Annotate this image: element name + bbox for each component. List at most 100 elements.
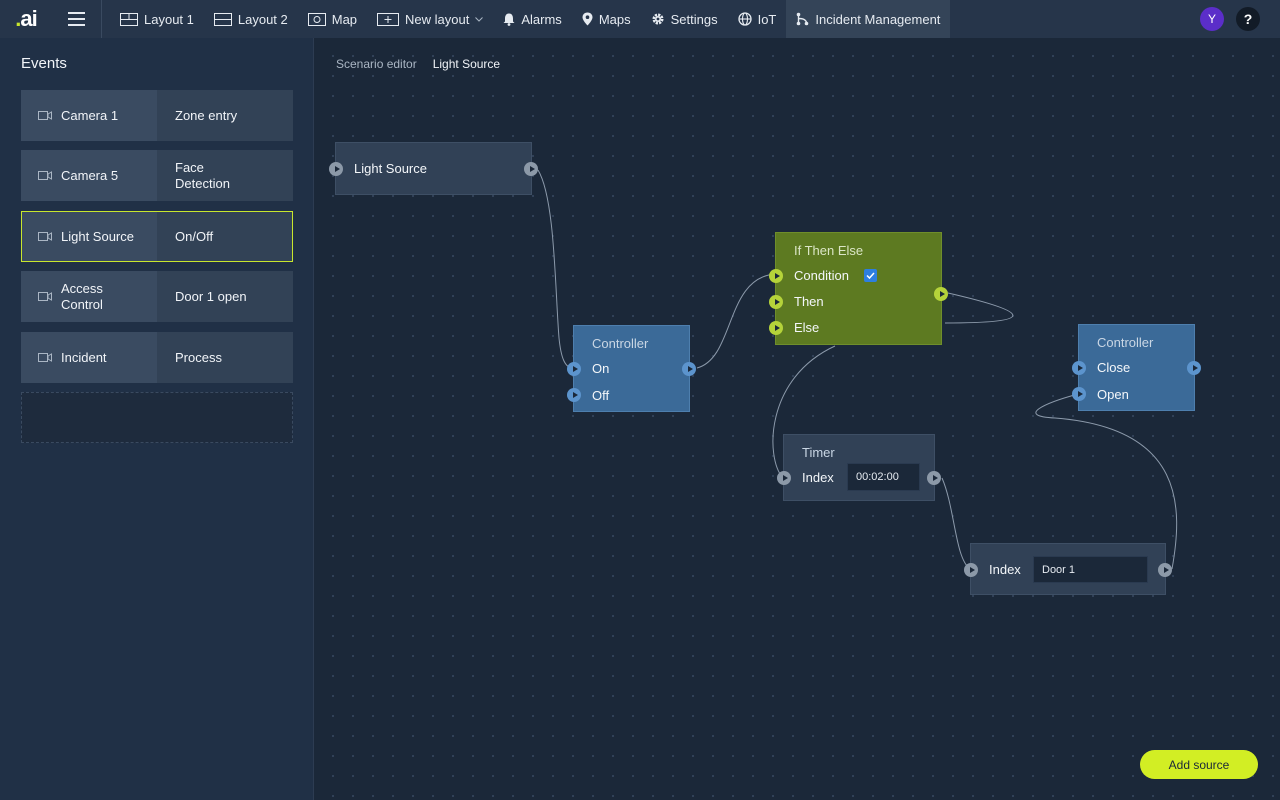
nav-maps[interactable]: Maps (572, 0, 641, 38)
event-item-camera-5[interactable]: Camera 5 Face Detection (21, 150, 293, 201)
nav-label: IoT (757, 11, 777, 27)
map-frame-icon (307, 12, 326, 26)
event-source-label: Light Source (61, 228, 134, 244)
input-port-on[interactable] (567, 362, 581, 376)
output-port[interactable] (1187, 361, 1201, 375)
timer-duration-input[interactable]: 00:02:00 (847, 463, 920, 491)
nav-layout-1[interactable]: Layout 1 (110, 0, 204, 38)
pin-icon (582, 12, 593, 26)
port-label-on: On (592, 361, 610, 376)
wire-source-to-controller (537, 169, 574, 369)
event-type-text: Face Detection (175, 159, 230, 191)
input-port-else[interactable] (769, 321, 783, 335)
wire-ifthen-to-timer (772, 345, 836, 479)
port-label-index: Index (802, 470, 834, 485)
node-if-then-else[interactable]: If Then Else Condition Then Else (769, 232, 948, 345)
port-label-else: Else (794, 320, 820, 335)
input-port-close[interactable] (1072, 361, 1086, 375)
nav-label: Settings (670, 11, 718, 27)
chevron-down-icon (475, 16, 484, 22)
condition-checkbox[interactable] (864, 269, 877, 282)
nav-map[interactable]: Map (298, 0, 367, 38)
top-bar: .ai Layout 1 Layout 2 Map New layout Ala… (0, 0, 1280, 38)
breadcrumb-current: Light Source (432, 57, 501, 71)
event-type-label: On/Off (175, 228, 214, 244)
workflow-icon (797, 12, 809, 26)
input-port[interactable] (777, 471, 791, 485)
event-type-label: Face Detection (157, 150, 293, 201)
wire-timer-to-index (941, 477, 971, 570)
layout-icon (120, 12, 138, 26)
nav-iot[interactable]: IoT (728, 0, 787, 38)
camera-icon (38, 171, 52, 180)
add-source-button[interactable]: Add source (1140, 750, 1258, 779)
node-index[interactable]: Index Door 1 (964, 543, 1172, 595)
sidebar-title: Events (21, 55, 67, 72)
event-source: Light Source (21, 211, 157, 262)
port-label-open: Open (1097, 387, 1129, 402)
menu-icon[interactable] (52, 0, 102, 38)
events-sidebar: Events Camera 1 Zone entry Camera 5 Face… (0, 38, 314, 800)
input-port-off[interactable] (567, 388, 581, 402)
event-type-label: Process (175, 349, 222, 365)
node-controller-close-open[interactable]: Controller Close Open (1072, 324, 1201, 411)
camera-icon (38, 292, 52, 301)
output-port[interactable] (1158, 563, 1172, 577)
gear-icon (652, 13, 664, 25)
input-port-then[interactable] (769, 295, 783, 309)
event-item-incident[interactable]: Incident Process (21, 332, 293, 383)
event-source-label: Camera 5 (61, 167, 119, 183)
nav-incident-management[interactable]: Incident Management (786, 0, 951, 38)
output-port[interactable] (927, 471, 941, 485)
port-label-close: Close (1097, 360, 1131, 375)
camera-icon (38, 111, 52, 120)
event-item-access-control[interactable]: Access Control Door 1 open (21, 271, 293, 322)
node-light-source[interactable]: Light Source (329, 142, 538, 195)
event-type-label: Zone entry (175, 107, 238, 123)
output-port[interactable] (682, 362, 696, 376)
node-timer[interactable]: Timer Index 00:02:00 (777, 434, 941, 501)
nav-settings[interactable]: Settings (641, 0, 728, 38)
output-port[interactable] (524, 162, 538, 176)
app-logo[interactable]: .ai (15, 6, 37, 31)
camera-icon (38, 232, 52, 241)
event-source: Camera 1 (21, 90, 157, 141)
globe-icon (737, 12, 752, 26)
input-port-condition[interactable] (769, 269, 783, 283)
add-layout-icon (377, 12, 400, 26)
event-item-camera-1[interactable]: Camera 1 Zone entry (21, 90, 293, 141)
scenario-canvas[interactable]: Scenario editor Light Source Light Sourc… (315, 38, 1280, 800)
wire-ifthen-loop (944, 292, 1014, 324)
index-value-input[interactable]: Door 1 (1033, 556, 1148, 583)
node-label: Light Source (354, 161, 427, 176)
input-port-open[interactable] (1072, 387, 1086, 401)
nav-label: Map (331, 11, 358, 27)
port-label-then: Then (794, 294, 824, 309)
nav-layout-2[interactable]: Layout 2 (204, 0, 298, 38)
input-port[interactable] (964, 563, 978, 577)
port-label-off: Off (592, 388, 610, 403)
event-source-label: Camera 1 (61, 107, 119, 123)
nav-new-layout[interactable]: New layout (367, 0, 493, 38)
node-title: If Then Else (794, 243, 864, 258)
help-button[interactable]: ? (1236, 7, 1260, 31)
node-controller-on-off[interactable]: Controller On Off (567, 325, 696, 412)
node-title: Controller (1097, 335, 1154, 350)
event-type-label: Door 1 open (175, 288, 247, 304)
wire-controller-to-condition (696, 273, 776, 369)
nav-label: Layout 2 (237, 11, 288, 27)
breadcrumb-parent[interactable]: Scenario editor (336, 57, 417, 71)
nav-alarms[interactable]: Alarms (493, 0, 571, 38)
event-source: Access Control (21, 271, 157, 322)
event-source-label: Incident (61, 349, 107, 365)
event-item-light-source[interactable]: Light Source On/Off (21, 211, 293, 262)
event-drop-zone[interactable] (21, 392, 293, 443)
node-title: Controller (592, 336, 649, 351)
node-title: Timer (802, 445, 835, 460)
event-source: Incident (21, 332, 157, 383)
layout-icon (213, 12, 232, 26)
avatar[interactable]: Y (1200, 7, 1224, 31)
output-port[interactable] (934, 287, 948, 301)
nav-label: Incident Management (815, 11, 941, 27)
input-port[interactable] (329, 162, 343, 176)
